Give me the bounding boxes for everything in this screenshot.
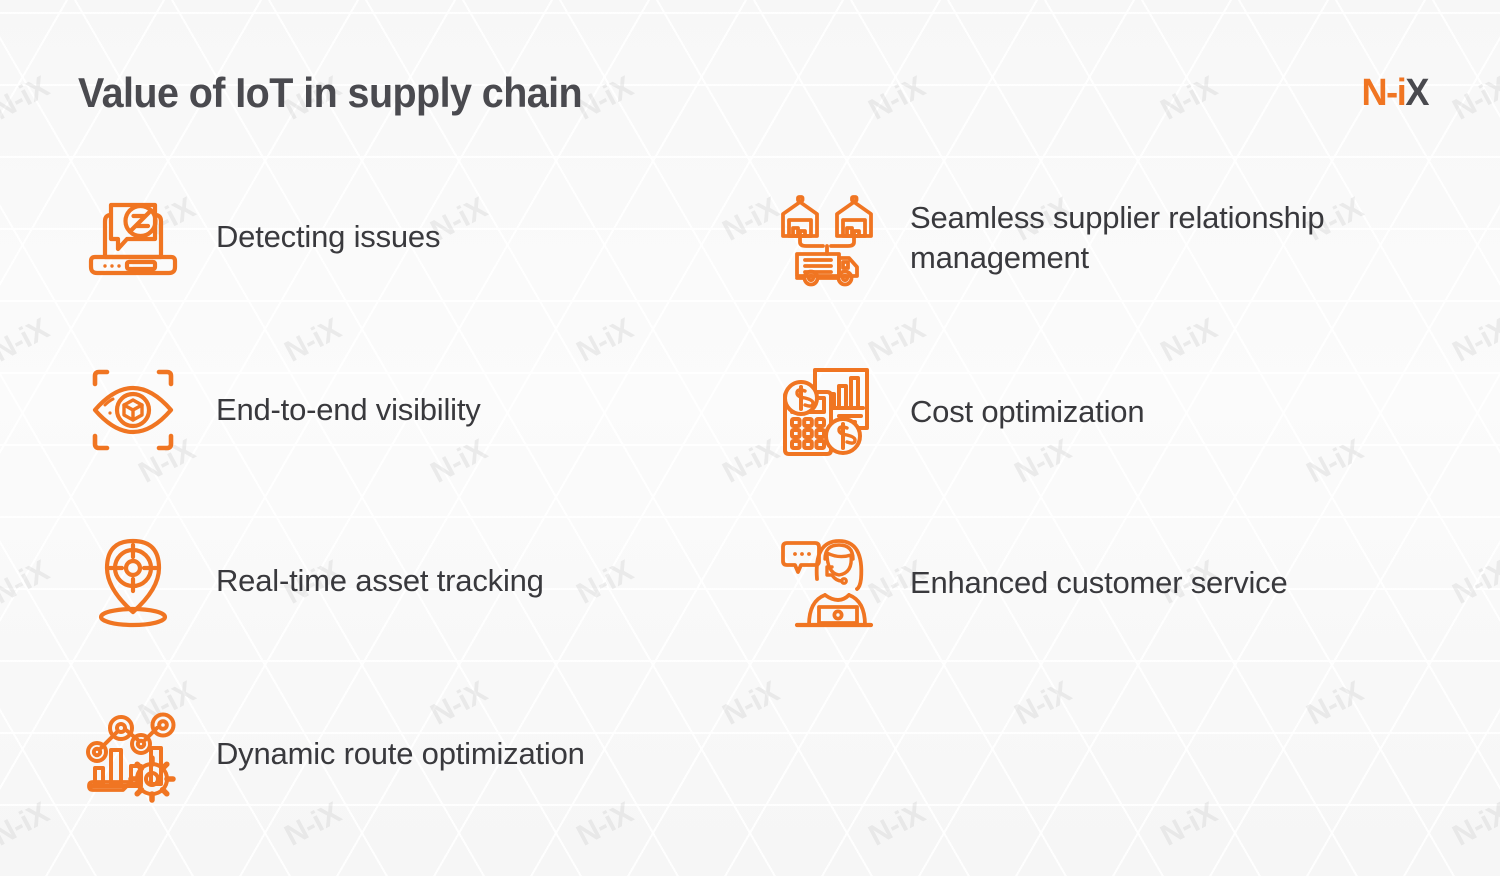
list-item-label: Real-time asset tracking — [216, 562, 544, 598]
watermark-text: N-iX — [1009, 675, 1077, 732]
watermark-text: N-iX — [1301, 675, 1369, 732]
list-item-label: End-to-end visibility — [216, 391, 481, 427]
watermark-text: N-iX — [0, 796, 55, 853]
right-column: Seamless supplier relationship managemen… — [772, 182, 1412, 638]
list-item: Dynamic route optimization — [78, 699, 718, 809]
watermark-text: N-iX — [717, 0, 784, 7]
list-item: End-to-end visibility — [78, 355, 718, 465]
watermark-text: N-iX — [717, 675, 785, 732]
watermark-text: N-iX — [1155, 796, 1223, 853]
support-agent-laptop-icon — [772, 528, 882, 638]
laptop-alert-icon — [78, 182, 188, 292]
watermark-text: N-iX — [1447, 70, 1500, 127]
calculator-chart-coin-icon — [772, 357, 882, 467]
eye-scan-cube-icon — [78, 355, 188, 465]
watermark-text: N-iX — [425, 0, 492, 7]
list-item: Enhanced customer service — [772, 528, 1412, 638]
list-item: Cost optimization — [772, 357, 1412, 467]
watermark-text: N-iX — [1447, 796, 1500, 853]
list-item-label: Detecting issues — [216, 218, 441, 254]
list-item: Real-time asset tracking — [78, 526, 718, 636]
network-chart-gear-icon — [78, 699, 188, 809]
watermark-text: N-iX — [1447, 312, 1500, 369]
watermark-text: N-iX — [1447, 554, 1500, 611]
page-title: Value of IoT in supply chain — [78, 68, 583, 116]
list-item: Seamless supplier relationship managemen… — [772, 182, 1412, 294]
map-pin-target-icon — [78, 526, 188, 636]
warehouse-truck-icon — [772, 183, 882, 293]
list-item-label: Cost optimization — [910, 393, 1145, 429]
watermark-text: N-iX — [1009, 0, 1076, 7]
list-item-label: Seamless supplier relationship managemen… — [910, 199, 1325, 275]
logo-text-orange: N-i — [1361, 71, 1406, 114]
watermark-text: N-iX — [0, 554, 55, 611]
watermark-text: N-iX — [1301, 0, 1368, 7]
logo-text-dark: X — [1405, 71, 1429, 114]
watermark-text: N-iX — [133, 0, 200, 7]
left-column: Detecting issues — [78, 182, 718, 809]
list-item-label: Dynamic route optimization — [216, 735, 585, 771]
watermark-text: N-iX — [863, 796, 931, 853]
watermark-text: N-iX — [0, 70, 55, 127]
header: Value of IoT in supply chain N-iX — [78, 62, 1429, 124]
list-item: Detecting issues — [78, 182, 718, 292]
watermark-text: N-iX — [0, 312, 55, 369]
brand-logo: N-iX — [1361, 71, 1429, 115]
list-item-label: Enhanced customer service — [910, 564, 1288, 600]
